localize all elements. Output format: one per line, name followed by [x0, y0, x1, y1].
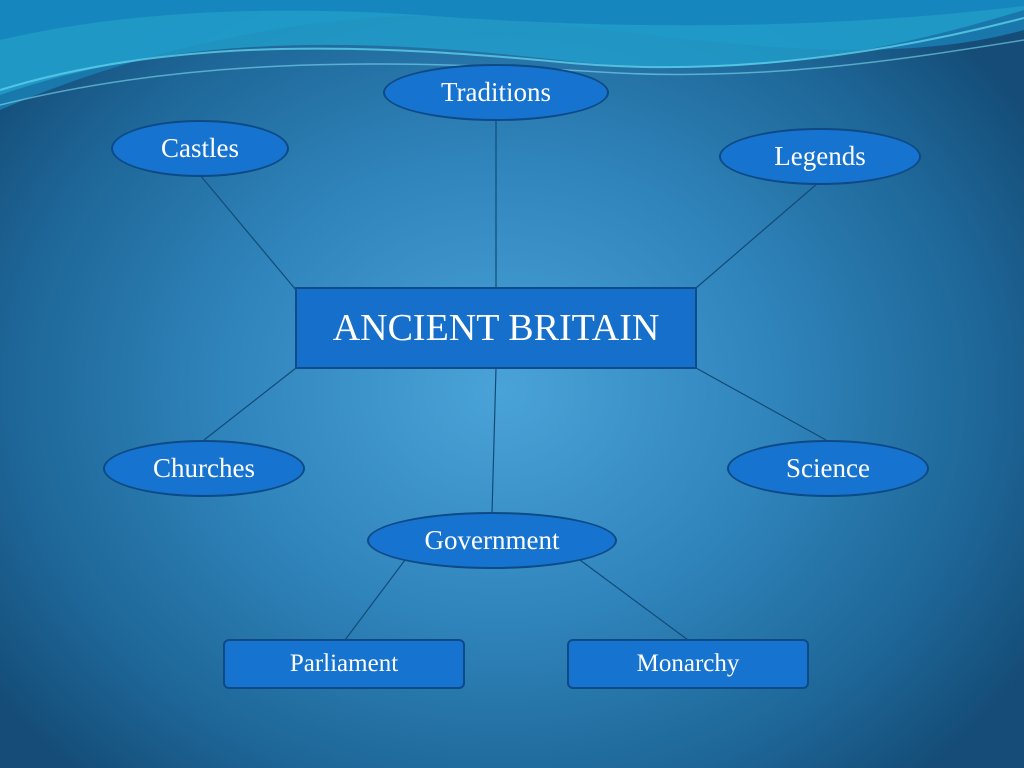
decorative-wave-header — [0, 0, 1024, 110]
connector-castles — [199, 174, 297, 291]
connector-parliament — [344, 559, 406, 641]
connector-science — [695, 367, 827, 441]
connector-churches — [203, 367, 297, 441]
node-monarchy: Monarchy — [567, 639, 809, 689]
node-science: Science — [727, 440, 929, 497]
node-parliament: Parliament — [223, 639, 465, 689]
node-government: Government — [367, 512, 617, 569]
node-traditions: Traditions — [383, 64, 609, 121]
center-node-ancient-britain: ANCIENT BRITAIN — [295, 287, 697, 369]
connector-legends — [695, 182, 819, 289]
node-legends: Legends — [719, 128, 921, 185]
node-castles: Castles — [111, 120, 289, 177]
connector-government — [491, 367, 497, 514]
node-churches: Churches — [103, 440, 305, 497]
connector-monarchy — [579, 559, 689, 641]
